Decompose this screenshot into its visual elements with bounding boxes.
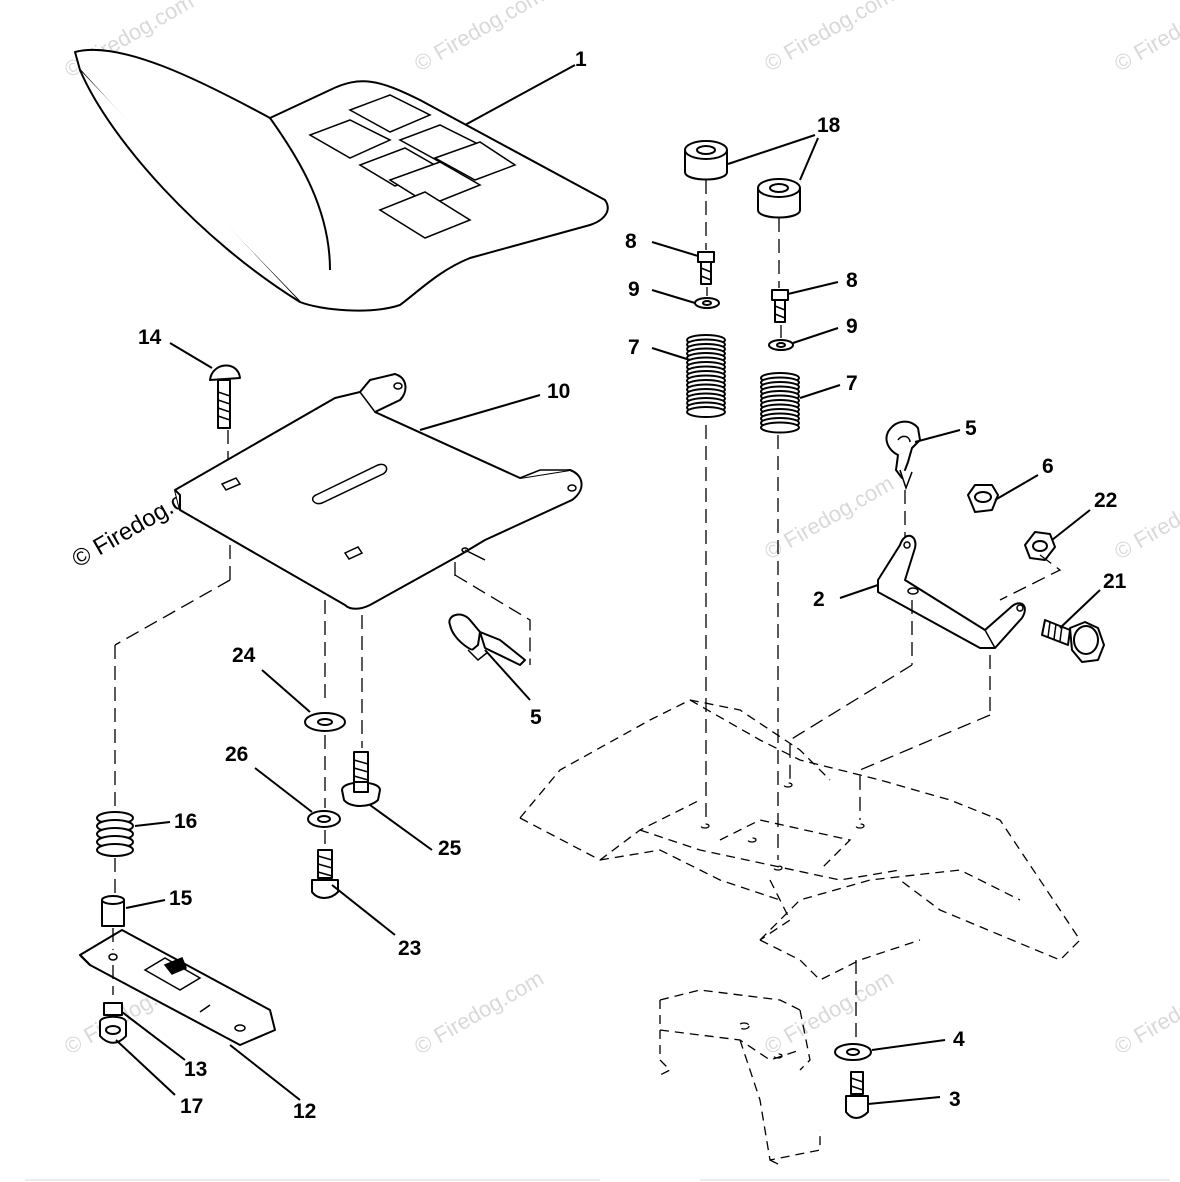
callout-7: 7 [846,372,858,395]
washer-part-13 [103,1002,123,1016]
callout-22: 22 [1094,489,1117,512]
callout-3: 3 [949,1088,961,1111]
callout-17: 17 [180,1095,203,1118]
seat-pan-part [174,373,583,610]
callout-7: 7 [628,336,640,359]
seat-part [74,48,609,312]
callout-6: 6 [1042,455,1054,478]
nut-part-6 [967,484,999,513]
spring-part-7b [760,372,800,434]
shoulder-bolt-part-25 [341,751,381,807]
callout-12: 12 [293,1100,316,1123]
callout-18: 18 [817,114,841,137]
callout-5: 5 [530,706,542,729]
spring-part-7a [686,334,726,418]
plate-part-12 [79,929,276,1046]
spring-coil [760,421,800,434]
carriage-bolt-part [209,364,241,429]
tractor-frame-ghost [519,699,1081,1166]
bracket-part-2 [877,534,1026,649]
spring-part-16 [96,811,134,857]
callout-10: 10 [547,380,570,403]
callout-9: 9 [628,278,640,301]
callout-16: 16 [174,810,197,833]
callout-8: 8 [625,230,637,253]
callout-21: 21 [1103,570,1127,593]
spacer-part-18a [684,140,728,181]
callout-9: 9 [846,315,858,338]
spring-coil [686,406,726,418]
clip-part-right [885,420,921,491]
callout-13: 13 [184,1058,207,1081]
clip-part-left [448,613,526,666]
callout-5: 5 [965,417,977,440]
washer-part-9b [768,339,794,351]
watermark-faint: © Firedog.com [410,965,548,1059]
callout-2: 2 [813,588,825,611]
watermark-faint: © Firedog.com [760,470,898,564]
spacer-part-15 [101,895,125,927]
spacer-part-18b [757,178,801,219]
callout-24: 24 [232,644,256,667]
callout-8: 8 [846,269,858,292]
washer-part-4 [834,1043,872,1061]
washer-part-24 [304,712,346,732]
callout-25: 25 [438,837,462,860]
nut-part-17 [99,1015,127,1044]
lock-washer-part-26 [307,810,341,828]
watermark-faint: © Firedog.com [410,0,548,76]
watermark-faint: © Firedog.com [1110,965,1180,1059]
bolt-part-3 [845,1071,869,1119]
callout-15: 15 [169,887,193,910]
nut-part-22 [1024,531,1056,561]
bolt-part-21 [1041,619,1105,663]
watermark-faint: © Firedog.com [1110,470,1180,564]
washer-part-9a [694,297,720,309]
callout-26: 26 [225,743,248,766]
watermark-faint: © Firedog.com [1110,0,1180,76]
screw-part-8b [771,289,789,323]
watermark-faint: © Firedog.com [760,965,898,1059]
screw-part-8a [697,251,715,285]
callout-4: 4 [953,1028,965,1051]
watermark-faint: © Firedog.com [760,0,898,76]
callout-23: 23 [398,937,421,960]
callout-14: 14 [138,326,162,349]
callout-1: 1 [575,48,587,71]
callout-labels: 1 18 8 8 9 9 7 7 14 10 5 5 6 22 21 2 24 … [138,48,1127,1123]
bolt-part-23 [311,849,339,899]
